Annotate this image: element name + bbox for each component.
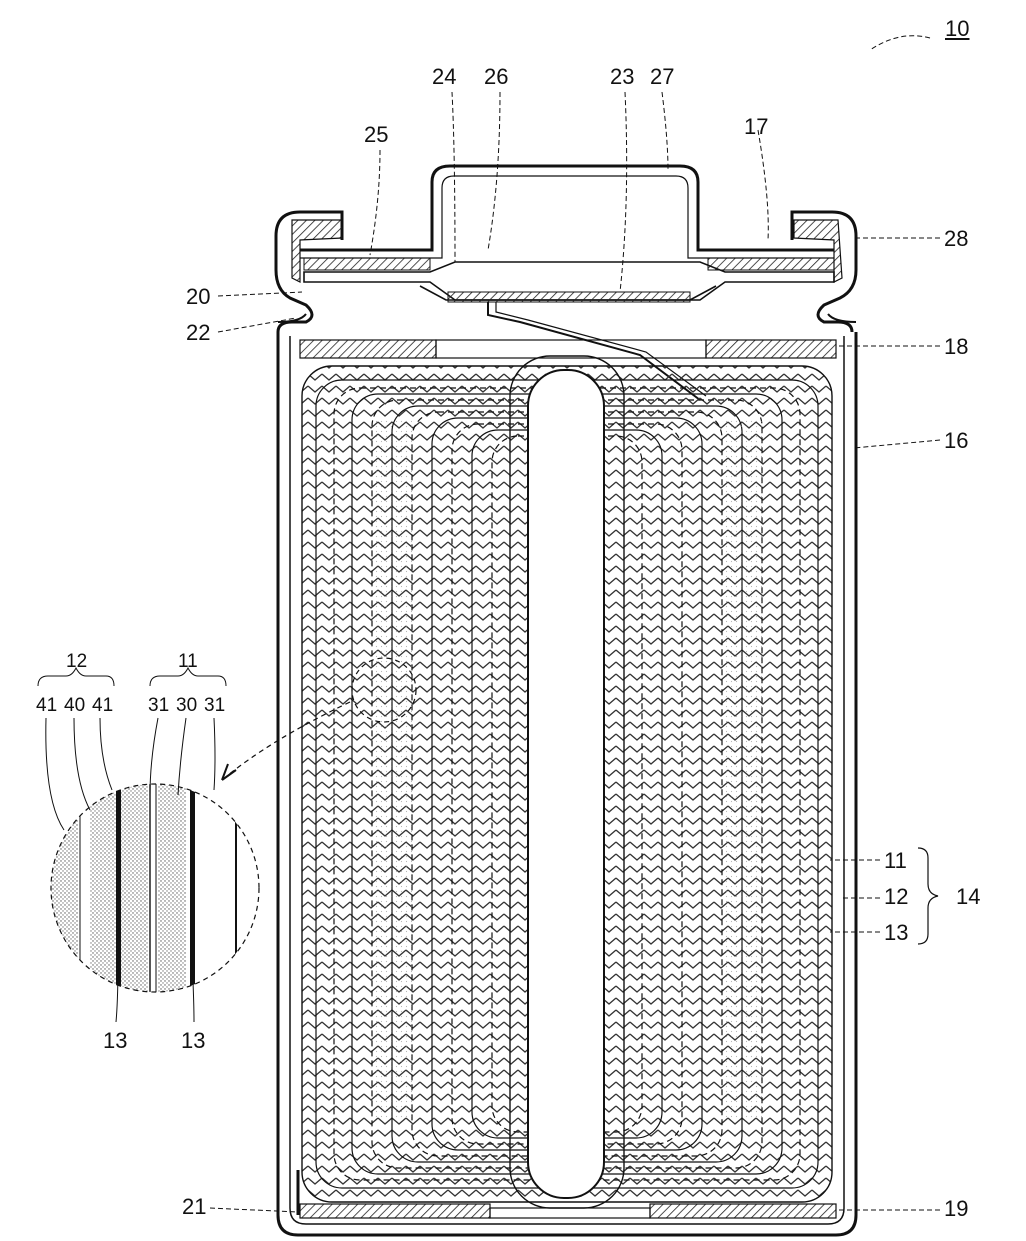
inset-magnified-view	[50, 780, 262, 996]
bracket-14	[918, 848, 938, 944]
callout-24: 24	[432, 66, 456, 88]
callout-28: 28	[944, 228, 968, 250]
callout-22: 22	[186, 322, 210, 344]
inset-label-31-left: 31	[148, 696, 169, 715]
callout-13: 13	[884, 922, 908, 944]
inset-label-30: 30	[176, 696, 197, 715]
callout-17: 17	[744, 116, 768, 138]
sealing-assembly	[278, 166, 856, 400]
callout-14: 14	[956, 886, 980, 908]
callout-21: 21	[182, 1196, 206, 1218]
callout-27: 27	[650, 66, 674, 88]
electrode-assembly	[302, 356, 832, 1208]
inset-label-13-left: 13	[103, 1030, 127, 1052]
callout-25: 25	[364, 124, 388, 146]
inset-label-41-right: 41	[92, 696, 113, 715]
inset-label-40: 40	[64, 696, 85, 715]
inset-label-31-right: 31	[204, 696, 225, 715]
callout-11: 11	[884, 850, 907, 872]
callout-16: 16	[944, 430, 968, 452]
figure-reference-number: 10	[945, 18, 969, 40]
callout-18: 18	[944, 336, 968, 358]
inset-group-11: 11	[178, 652, 198, 671]
inset-label-13-right: 13	[181, 1030, 205, 1052]
inset-group-12: 12	[66, 652, 87, 671]
callout-23: 23	[610, 66, 634, 88]
callout-12: 12	[884, 886, 908, 908]
callout-26: 26	[484, 66, 508, 88]
inset-label-41-left: 41	[36, 696, 57, 715]
callout-19: 19	[944, 1198, 968, 1220]
callout-20: 20	[186, 286, 210, 308]
